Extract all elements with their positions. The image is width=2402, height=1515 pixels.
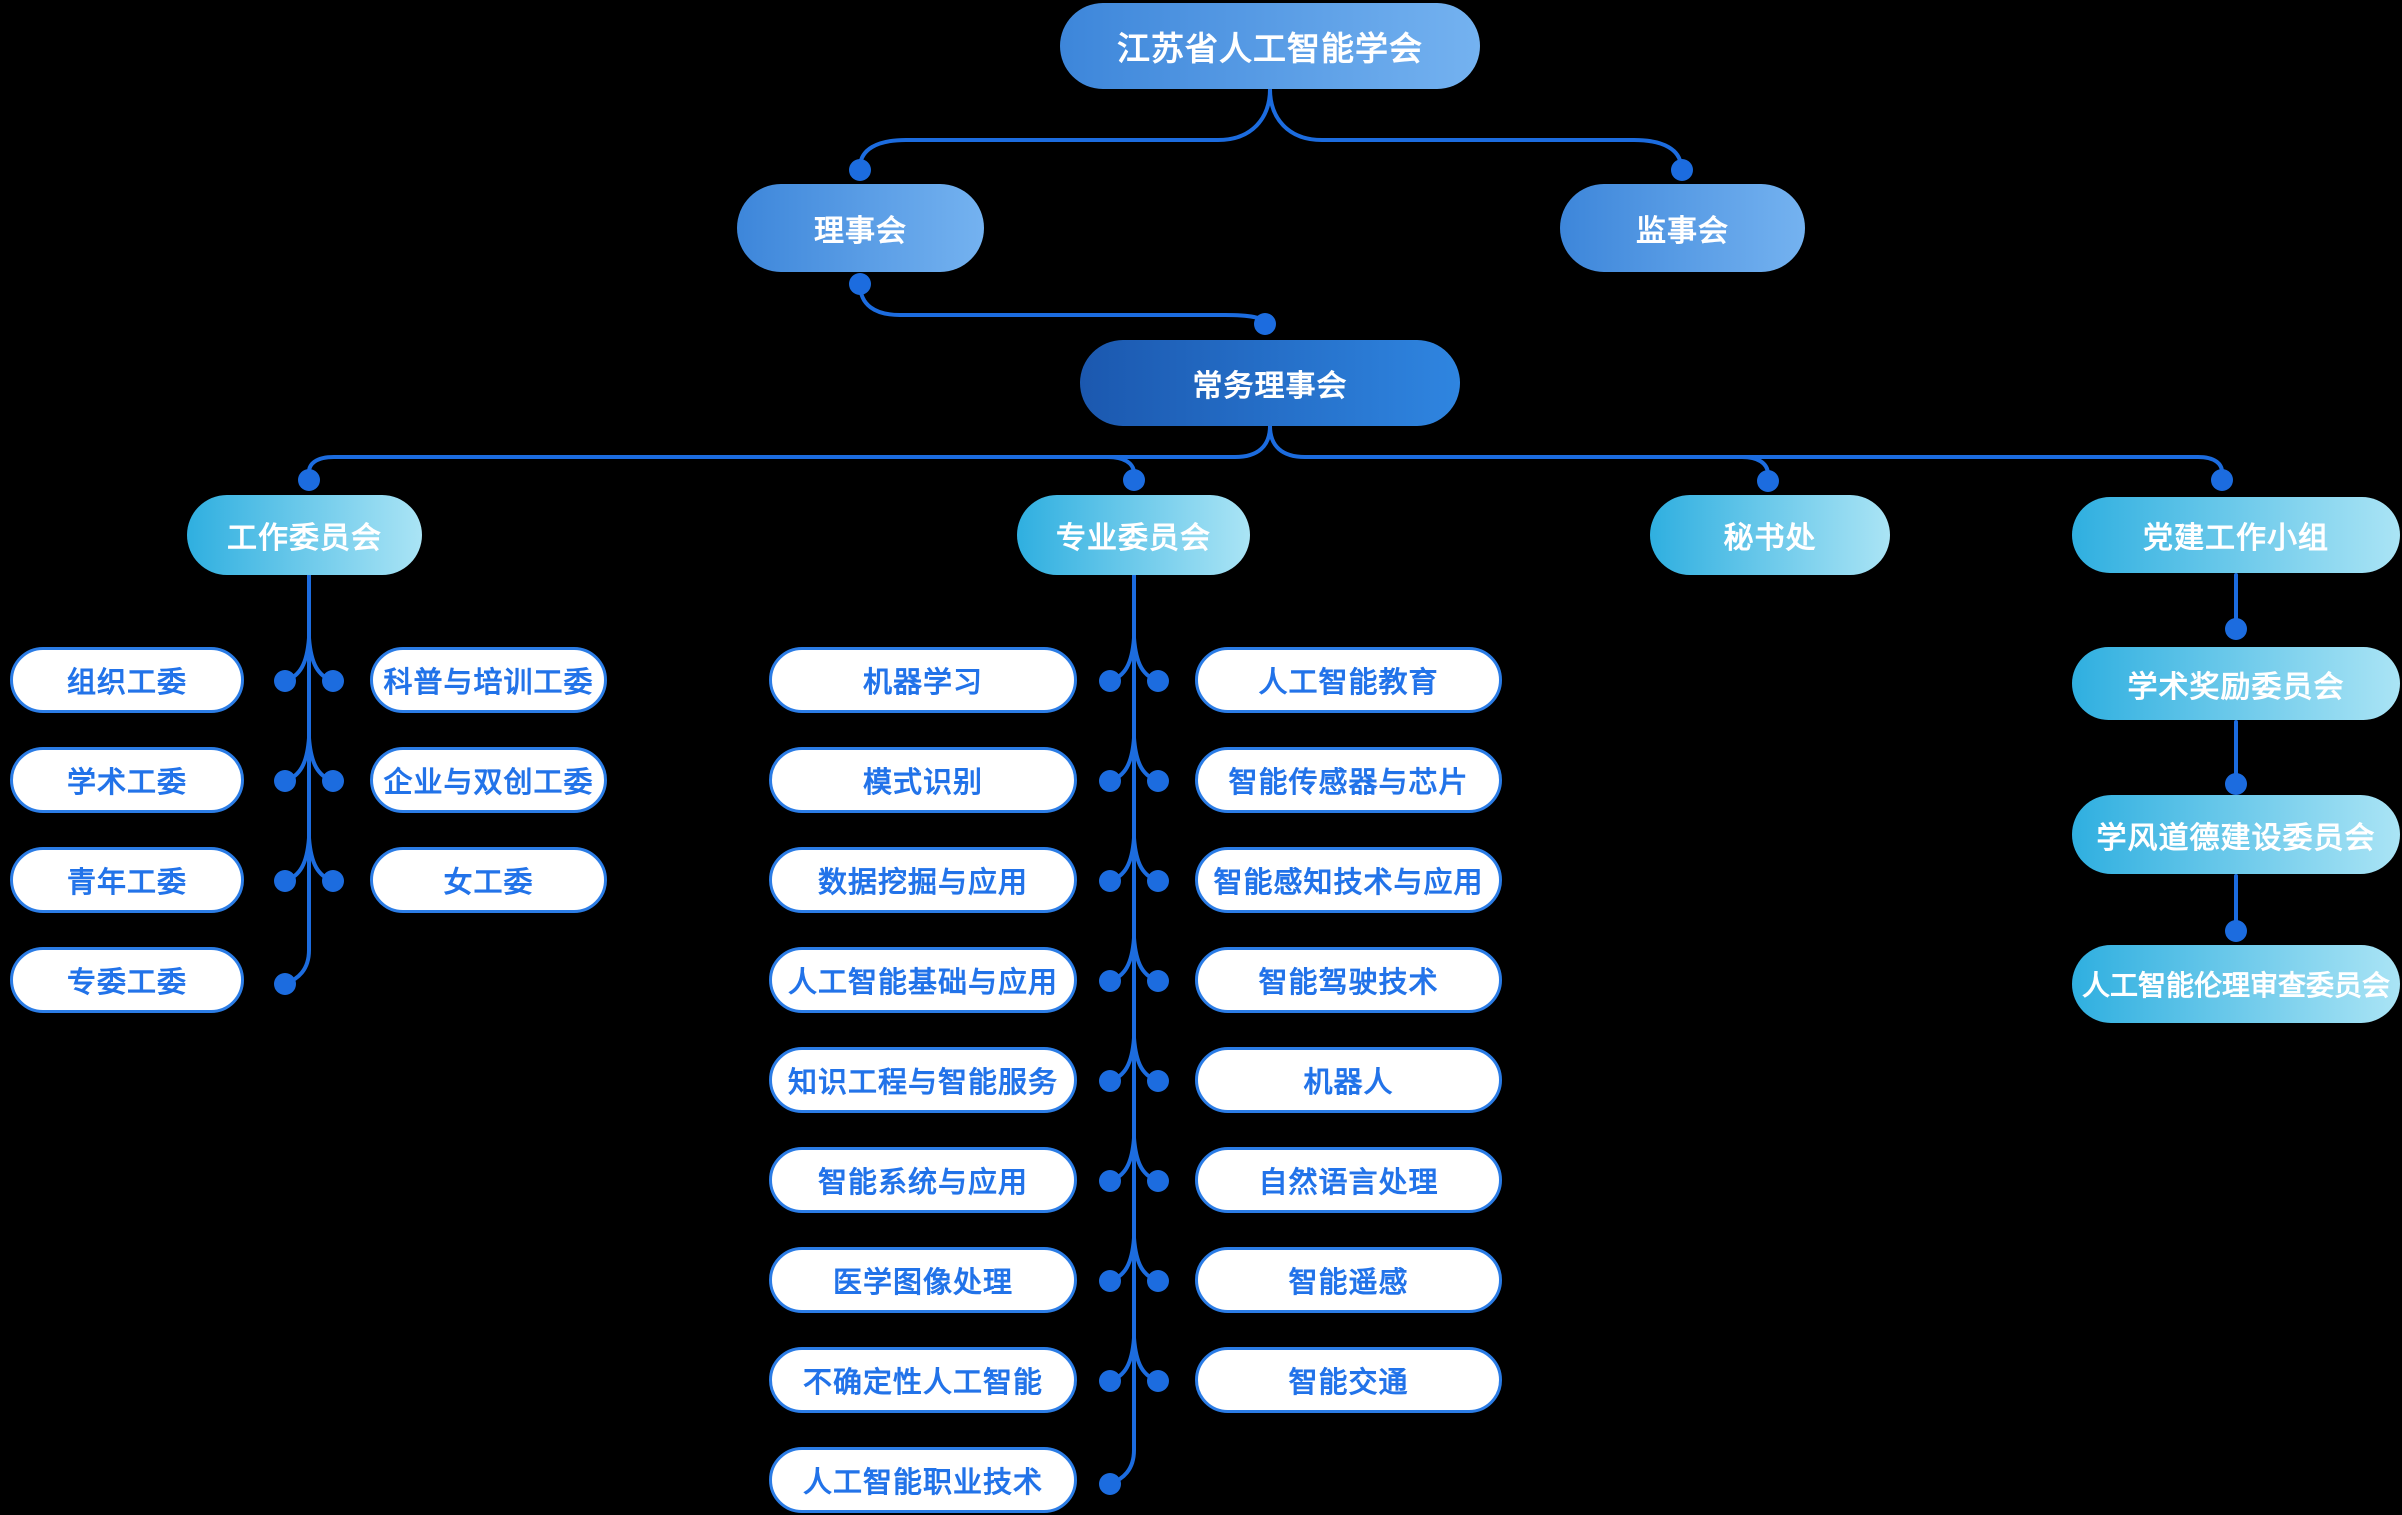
node-special-committee: 专业委员会: [1017, 495, 1250, 575]
node-intelligent-remote-sensing: 智能遥感: [1195, 1247, 1502, 1313]
node-working-committee: 工作委员会: [187, 495, 422, 575]
node-intelligent-transportation: 智能交通: [1195, 1347, 1502, 1413]
node-youth-committee: 青年工委: [10, 847, 244, 913]
node-knowledge-engineering: 知识工程与智能服务: [769, 1047, 1077, 1113]
node-ai-vocational-tech: 人工智能职业技术: [769, 1447, 1077, 1513]
node-women-committee: 女工委: [370, 847, 607, 913]
node-special-affairs-committee: 专委工委: [10, 947, 244, 1013]
node-board-of-supervisors: 监事会: [1560, 184, 1805, 272]
node-party-building-group: 党建工作小组: [2072, 497, 2400, 573]
node-intelligent-sensors: 智能传感器与芯片: [1195, 747, 1502, 813]
node-board-of-directors: 理事会: [737, 184, 984, 272]
node-academic-ethics-committee: 学风道德建设委员会: [2072, 795, 2400, 874]
node-ai-ethics-review-committee: 人工智能伦理审查委员会: [2072, 945, 2400, 1023]
node-data-mining: 数据挖掘与应用: [769, 847, 1077, 913]
node-ai-education: 人工智能教育: [1195, 647, 1502, 713]
node-robotics: 机器人: [1195, 1047, 1502, 1113]
node-academic-committee: 学术工委: [10, 747, 244, 813]
node-medical-imaging: 医学图像处理: [769, 1247, 1077, 1313]
node-machine-learning: 机器学习: [769, 647, 1077, 713]
node-intelligent-perception: 智能感知技术与应用: [1195, 847, 1502, 913]
node-intelligent-systems: 智能系统与应用: [769, 1147, 1077, 1213]
node-standing-council: 常务理事会: [1080, 340, 1460, 426]
node-ai-foundation: 人工智能基础与应用: [769, 947, 1077, 1013]
node-pattern-recognition: 模式识别: [769, 747, 1077, 813]
node-root: 江苏省人工智能学会: [1060, 3, 1480, 89]
node-organization-committee: 组织工委: [10, 647, 244, 713]
node-intelligent-driving: 智能驾驶技术: [1195, 947, 1502, 1013]
node-enterprise-innovation-committee: 企业与双创工委: [370, 747, 607, 813]
node-uncertain-ai: 不确定性人工智能: [769, 1347, 1077, 1413]
node-science-training-committee: 科普与培训工委: [370, 647, 607, 713]
node-secretariat: 秘书处: [1650, 495, 1890, 575]
node-nlp: 自然语言处理: [1195, 1147, 1502, 1213]
node-academic-award-committee: 学术奖励委员会: [2072, 647, 2400, 720]
